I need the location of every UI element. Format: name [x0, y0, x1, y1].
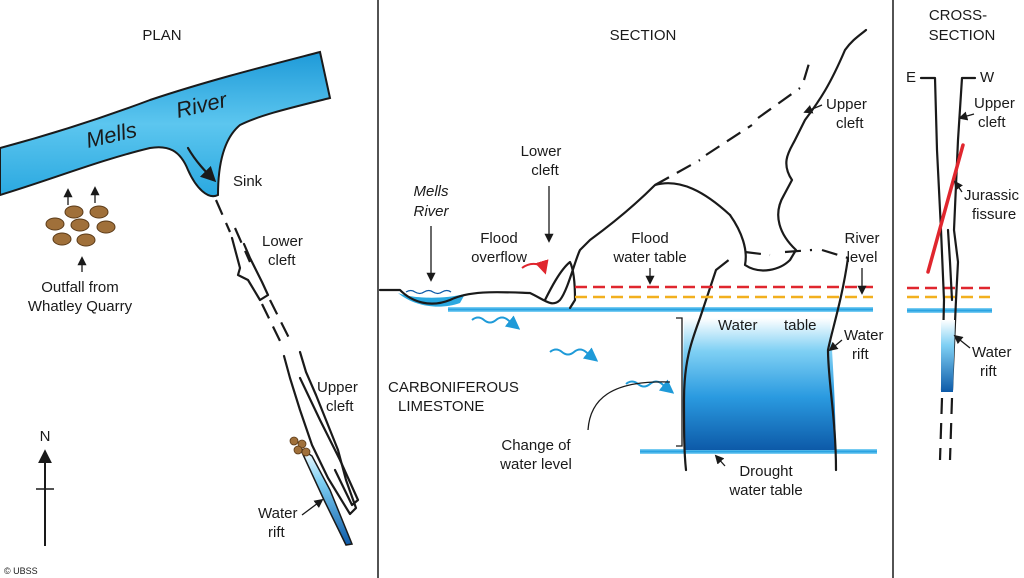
flow-arrow-1	[471, 315, 521, 330]
plan-lower-cleft	[230, 236, 270, 302]
river-level-2: level	[847, 249, 878, 266]
rift-pebbles	[289, 436, 311, 457]
cross-water-rift-pointer	[953, 334, 971, 349]
plan-upper-cleft-label-2: cleft	[326, 398, 354, 415]
section-upper-cleft-2: cleft	[836, 115, 864, 132]
cross-water-rift-1: Water	[972, 344, 1011, 361]
carboniferous-label: CARBONIFEROUS	[388, 379, 519, 396]
section-panel: SECTION	[378, 27, 883, 499]
ground-profile-2	[728, 28, 868, 272]
cross-jurassic-pointer	[953, 180, 963, 193]
rift-right-wall	[826, 256, 850, 472]
change-label-1: Change of	[501, 437, 571, 454]
flood-wt-2: water table	[612, 249, 686, 266]
cross-rift-east-wall	[950, 76, 977, 392]
water-rift-pointer	[828, 339, 843, 352]
ground-profile	[378, 182, 732, 305]
cross-bottom-dashes	[938, 397, 954, 461]
section-water-rift-1: Water	[844, 327, 883, 344]
section-mells-river-1: Mells	[413, 183, 449, 200]
river-level-1: River	[844, 230, 879, 247]
cross-upper-cleft-pointer	[958, 111, 975, 121]
ground-dash-upper	[654, 59, 812, 186]
plan-lower-cleft-label-2: cleft	[268, 252, 296, 269]
limestone-label: LIMESTONE	[398, 398, 484, 415]
north-label: N	[40, 428, 51, 445]
section-river-pool	[398, 293, 465, 307]
cross-title-2: SECTION	[929, 27, 996, 44]
cross-water-band	[907, 308, 992, 313]
water-table-b: table	[784, 317, 817, 334]
section-lower-cleft-2: cleft	[531, 162, 559, 179]
upper-cleft-pointer	[803, 104, 823, 114]
cross-rift-west-wall	[919, 76, 946, 392]
drought-pointer	[714, 454, 726, 467]
cross-jurassic-1: Jurassic	[964, 187, 1020, 204]
drought-label-2: water table	[728, 482, 802, 499]
plan-upper-cleft-outline	[298, 376, 360, 507]
cross-water-rift-2: rift	[980, 363, 997, 380]
section-lower-cleft-1: Lower	[521, 143, 562, 160]
section-water-rift-2: rift	[852, 346, 869, 363]
water-table-a: Water	[718, 317, 757, 334]
plan-upper-cleft	[282, 350, 358, 516]
cross-upper-cleft-2: cleft	[978, 114, 1006, 131]
plan-water-rift-label-2: rift	[268, 524, 285, 541]
flood-wt-1: Flood	[631, 230, 669, 247]
flow-arrow-2	[549, 347, 599, 362]
section-mells-river-2: River	[413, 203, 449, 220]
rift-top-dash	[715, 248, 849, 271]
cross-upper-cleft-1: Upper	[974, 95, 1015, 112]
plan-cleft-dashes	[214, 199, 252, 263]
plan-upper-cleft-label-1: Upper	[317, 379, 358, 396]
plan-water-rift-pointer	[301, 498, 324, 516]
section-title: SECTION	[610, 27, 677, 44]
cross-section-panel: CROSS- SECTION E W Upper cleft Jurassic …	[906, 7, 1020, 461]
sink-arrow	[186, 146, 217, 183]
drought-water-band	[640, 449, 877, 454]
drought-label-1: Drought	[739, 463, 793, 480]
change-label-2: water level	[499, 456, 572, 473]
plan-lower-cleft-label-1: Lower	[262, 233, 303, 250]
plan-sink-label: Sink	[233, 173, 263, 190]
section-water-band	[448, 307, 873, 312]
section-river-ripple	[405, 289, 452, 295]
section-upper-cleft-1: Upper	[826, 96, 867, 113]
plan-water-rift	[298, 445, 354, 546]
plan-title: PLAN	[142, 27, 181, 44]
cross-rift-inner	[946, 228, 954, 302]
mells-river-plan	[0, 50, 332, 198]
plan-panel: PLAN Mells River Sink Outfall from Whatl…	[0, 27, 360, 576]
flood-overflow-1: Flood	[480, 230, 518, 247]
change-pointer	[587, 381, 671, 431]
plan-water-rift-label-1: Water	[258, 505, 297, 522]
copyright: © UBSS	[4, 566, 38, 576]
cross-jurassic-2: fissure	[972, 206, 1016, 223]
cross-water-rift	[941, 320, 955, 392]
east-label: E	[906, 69, 916, 86]
plan-lower-dashes	[261, 299, 291, 346]
flood-overflow-arrow	[521, 259, 549, 275]
outfall-pebbles	[45, 205, 116, 247]
outfall-label-1: Outfall from	[41, 279, 119, 296]
section-water-rift	[682, 318, 836, 450]
jurassic-fissure	[926, 143, 965, 274]
change-bracket	[676, 317, 683, 447]
lower-cleft-loop	[543, 260, 577, 310]
rift-left-wall	[682, 268, 718, 472]
cross-title-1: CROSS-	[929, 7, 987, 24]
flood-overflow-2: overflow	[471, 249, 527, 266]
flow-arrow-3	[625, 379, 675, 394]
west-label: W	[980, 69, 995, 86]
outfall-label-2: Whatley Quarry	[28, 298, 133, 315]
